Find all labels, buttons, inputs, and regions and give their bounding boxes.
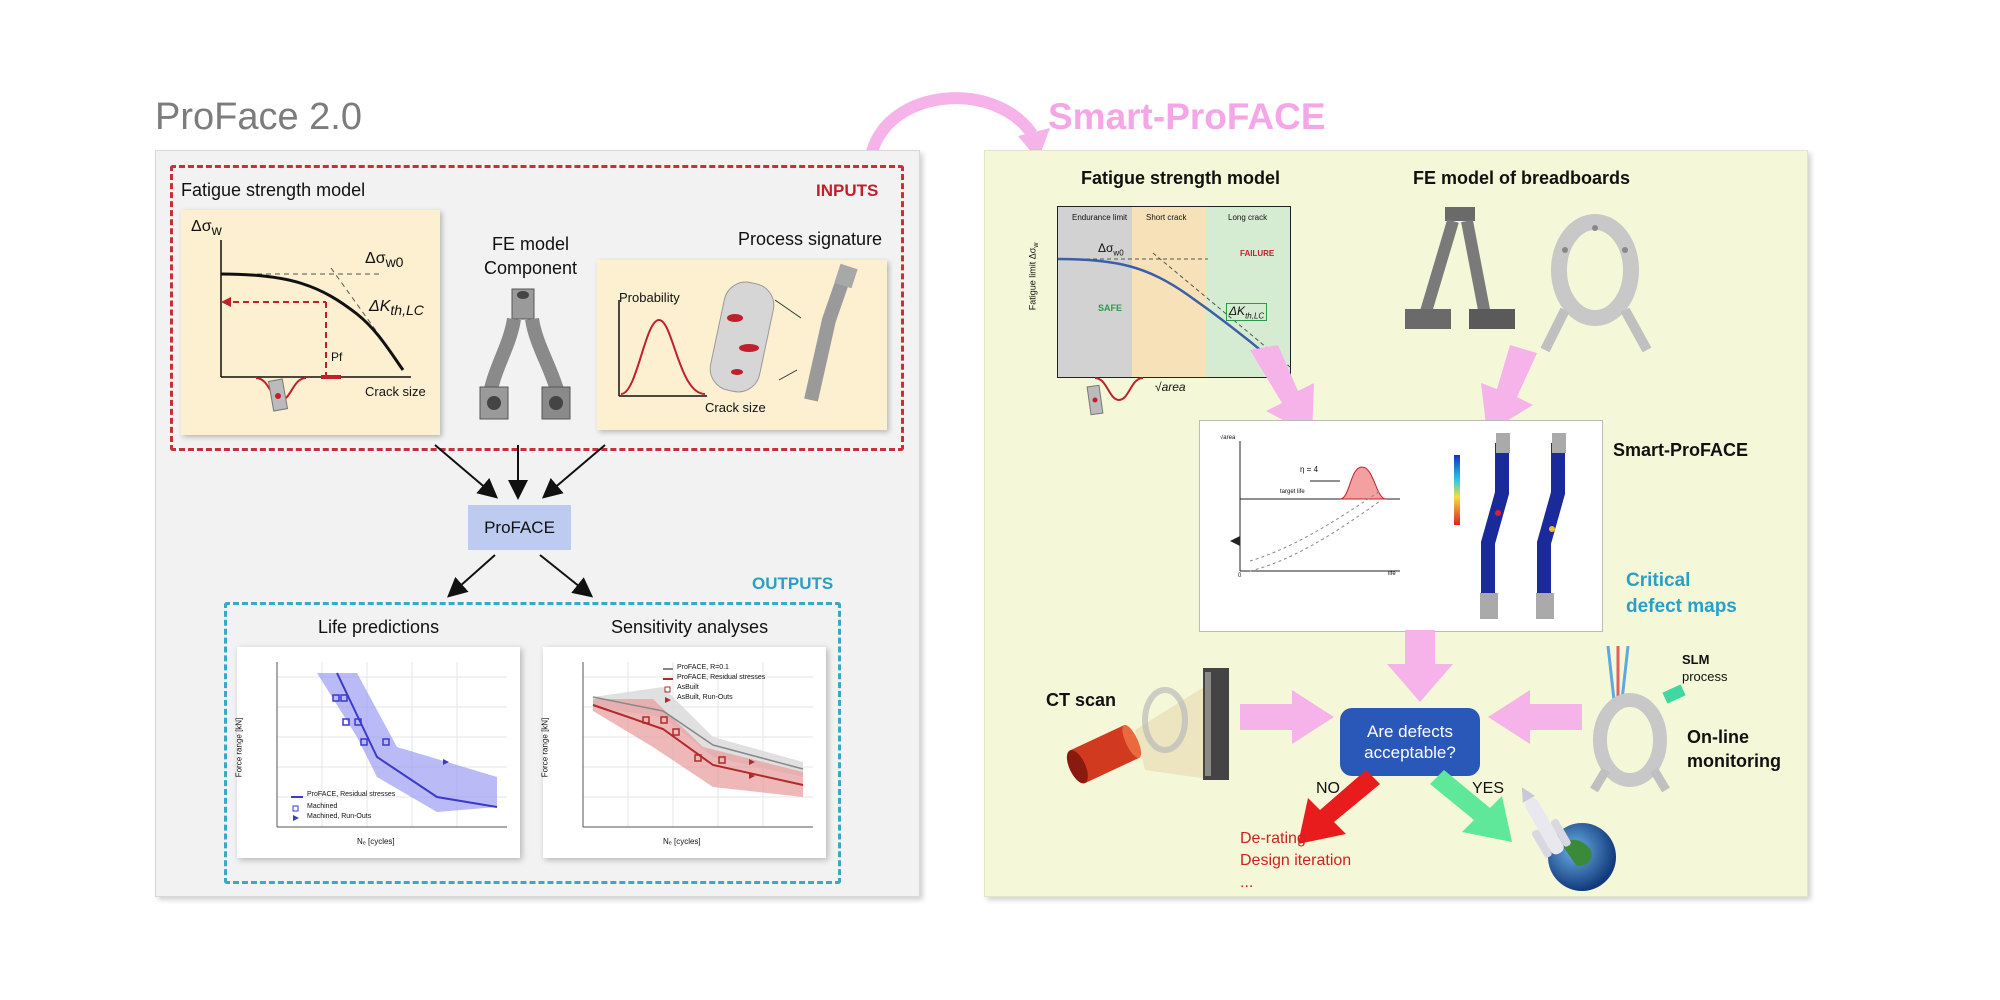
yes-arrow (1430, 770, 1512, 842)
breadboard-a-frame-icon (1405, 207, 1515, 329)
sens-legend-4: AsBuilt, Run-Outs (677, 694, 733, 701)
right-fatigue-title: Fatigue strength model (1081, 168, 1281, 188)
life-legend-1: ProFACE, Residual stresses (307, 791, 396, 798)
left-fatigue-pf: Pf (331, 350, 343, 364)
inner-xaxis: life (1388, 571, 1396, 577)
derating-line3: ... (1240, 874, 1254, 891)
derating-line2: Design iteration (1240, 852, 1352, 869)
life-legend-3: Machined, Run-Outs (307, 813, 372, 820)
inner-target: target life (1280, 489, 1305, 495)
process-yaxis: Probability (619, 290, 680, 305)
inner-zero: 0 (1238, 573, 1242, 579)
defects-acceptable-box: Are defects acceptable? (1340, 708, 1480, 776)
left-fatigue-yaxis: Δσw (191, 218, 222, 239)
breadboards-title: FE model of breadboards (1413, 168, 1631, 188)
zone-label-3: Long crack (1228, 213, 1268, 222)
pink-arrow-fe (1481, 345, 1537, 433)
process-signature-card: Probability Crack size (597, 260, 887, 430)
right-title: Smart-ProFACE (1048, 96, 1326, 137)
pink-arrow-left (1488, 690, 1582, 744)
critical-defect-map-icon (1454, 433, 1566, 619)
sens-ylabel: Force range [kN] (540, 717, 550, 778)
left-fatigue-dk: ΔKth,LC (369, 298, 424, 319)
curved-link-arrow (866, 92, 1050, 160)
life-predictions-plot (276, 662, 507, 828)
fe-model-title: FE model Component (484, 232, 577, 280)
life-xlabel: Nₑ [cycles] (357, 837, 395, 846)
sensitivity-analyses-chart: ProFACE, R=0.1 ProFACE, Residual stresse… (540, 647, 826, 858)
breadboard-ring-icon (1540, 214, 1652, 353)
left-fatigue-title: Fatigue strength model (181, 180, 366, 200)
process-signature-title: Process signature (738, 229, 883, 249)
derating-line1: De-rating (1240, 830, 1306, 847)
fe-model-title-line1: FE model (492, 234, 570, 254)
online-monitoring-label: On-line monitoring (1687, 725, 1781, 773)
short-crack-zone (1132, 207, 1206, 377)
right-fatigue-xaxis: √area (1155, 380, 1186, 394)
sens-legend-2: ProFACE, Residual stresses (677, 674, 766, 681)
online-line2: monitoring (1687, 751, 1781, 771)
slm-line2: process (1682, 669, 1728, 684)
failure-label: FAILURE (1240, 249, 1275, 258)
safe-label: SAFE (1098, 303, 1123, 313)
ct-scan-label: CT scan (1046, 690, 1117, 710)
pink-arrow-down (1387, 630, 1453, 702)
left-fatigue-dsigma0: Δσw0 (365, 250, 404, 271)
slm-line1: SLM (1682, 652, 1710, 667)
right-defect-distribution-icon (1086, 377, 1144, 416)
derating-label: De-rating Design iteration ... (1240, 828, 1351, 894)
slm-monitoring-icon (1590, 645, 1686, 793)
sensitivity-plot (582, 662, 813, 828)
right-dsigma0: Δσw0 (1098, 241, 1124, 258)
process-xaxis: Crack size (705, 400, 766, 415)
online-line1: On-line (1687, 727, 1749, 747)
zone-label-2: Short crack (1146, 213, 1187, 222)
earth-rocket-icon (1521, 787, 1616, 891)
inner-yaxis: √area (1220, 435, 1236, 441)
ct-scanner-icon (1066, 668, 1229, 784)
sens-legend-1: ProFACE, R=0.1 (677, 664, 729, 671)
no-arrow (1298, 770, 1380, 844)
life-legend-2: Machined (307, 803, 338, 810)
left-title: ProFace 2.0 (155, 96, 362, 138)
left-fatigue-chart: Δσw Δσw0 ΔKth,LC Pf Crack size (181, 210, 440, 435)
critical-line2: defect maps (1626, 596, 1737, 617)
fe-model-title-line2: Component (484, 258, 578, 278)
slm-process-label: SLM process (1682, 651, 1728, 685)
proface-flow-arrows (434, 444, 606, 598)
right-dk: ΔKth,LC (1226, 303, 1268, 322)
outputs-label: OUTPUTS (752, 574, 834, 593)
right-fatigue-chart: Endurance limit Short crack Long crack Δ… (1057, 206, 1291, 378)
critical-defect-maps-label: Critical defect maps (1626, 568, 1737, 620)
inputs-box (170, 165, 904, 451)
left-fatigue-plot (220, 240, 411, 412)
sensitivity-analyses-title: Sensitivity analyses (611, 617, 769, 637)
outputs-box (224, 602, 841, 884)
smart-proface-box: η = 4 target life √area life 0 (1199, 420, 1603, 632)
sens-xlabel: Nₑ [cycles] (663, 837, 701, 846)
pink-arrow-fatigue (1250, 345, 1314, 435)
process-signature-plot (618, 263, 858, 402)
pink-arrow-right (1240, 690, 1334, 744)
defects-line2: acceptable? (1364, 743, 1456, 762)
inputs-label: INPUTS (816, 181, 879, 200)
proface-box: ProFACE (468, 505, 571, 550)
smart-proface-plot (1230, 441, 1400, 572)
life-predictions-chart: ProFACE, Residual stresses Machined Mach… (234, 647, 520, 858)
life-ylabel: Force range [kN] (234, 717, 244, 778)
critical-line1: Critical (1626, 570, 1691, 591)
inner-eta: η = 4 (1300, 465, 1319, 474)
right-fatigue-yaxis: Fatigue limit Δσw (1027, 242, 1041, 311)
defects-line1: Are defects (1367, 722, 1453, 741)
left-fatigue-xaxis: Crack size (365, 384, 426, 399)
sens-legend-3: AsBuilt (677, 684, 699, 691)
zone-label-1: Endurance limit (1072, 213, 1128, 222)
smart-proface-label: Smart-ProFACE (1613, 440, 1749, 460)
no-label: NO (1316, 780, 1340, 797)
fe-component-3d-icon (479, 288, 571, 420)
life-predictions-title: Life predictions (318, 617, 440, 637)
endurance-zone (1058, 207, 1132, 377)
yes-label: YES (1472, 780, 1505, 797)
